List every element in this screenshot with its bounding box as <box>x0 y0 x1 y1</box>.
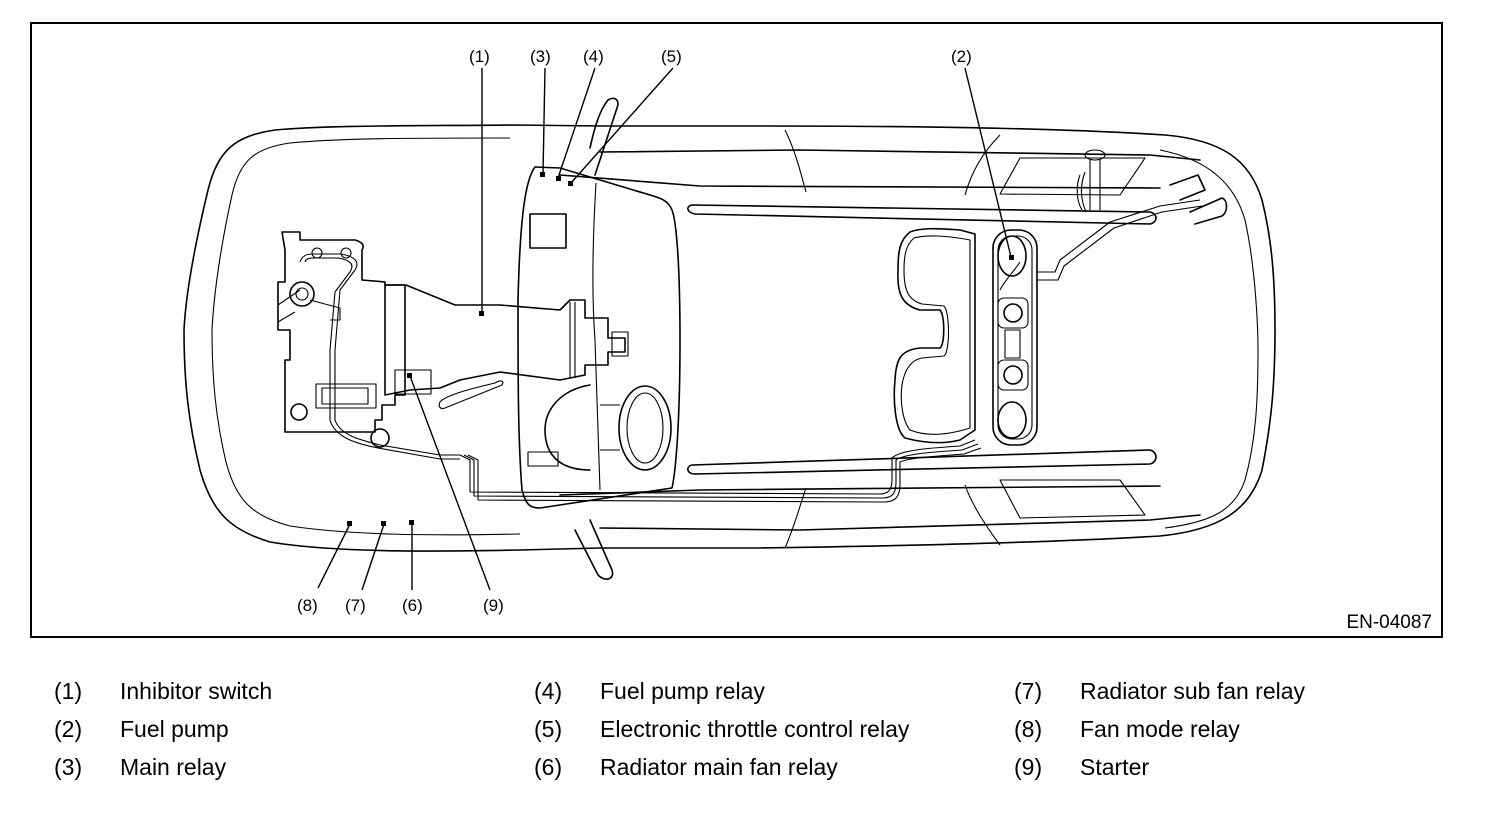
callout-1: (1) <box>469 47 490 66</box>
callout-2: (2) <box>951 47 972 66</box>
marker-fuel-pump-relay <box>556 176 561 181</box>
legend-column-1: (1) Inhibitor switch (2) Fuel pump (3) Main… <box>54 672 272 786</box>
legend-text: Starter <box>1080 753 1150 780</box>
callout-7: (7) <box>345 596 366 615</box>
legend-item: (2) Fuel pump <box>54 710 272 748</box>
legend-number: (1) <box>54 677 83 704</box>
legend-number: (9) <box>1014 753 1043 780</box>
fuel-tank <box>893 227 1038 446</box>
legend-text: Radiator sub fan relay <box>1080 677 1306 704</box>
callout-6: (6) <box>402 596 423 615</box>
callout-5: (5) <box>661 47 682 66</box>
legend-item: (4) Fuel pump relay <box>534 672 909 710</box>
legend-text: Electronic throttle control relay <box>600 715 910 742</box>
legend-number: (4) <box>534 677 563 704</box>
marker-fuel-pump <box>1009 255 1014 260</box>
legend-item: (5) Electronic throttle control relay <box>534 710 909 748</box>
cabin-outline <box>517 166 1157 509</box>
figure-id-code: EN-04087 <box>1346 612 1432 633</box>
legend-item: (3) Main relay <box>54 748 272 786</box>
legend-number: (7) <box>1014 677 1043 704</box>
legend-item: (8) Fan mode relay <box>1014 710 1305 748</box>
marker-fan-mode-relay <box>347 521 352 526</box>
callout-8: (8) <box>297 596 318 615</box>
fuel-lines <box>459 149 1228 503</box>
brake-booster <box>544 384 672 471</box>
legend-item: (1) Inhibitor switch <box>54 672 272 710</box>
legend-text: Main relay <box>120 753 227 780</box>
callout-4: (4) <box>583 47 604 66</box>
legend-item: (7) Radiator sub fan relay <box>1014 672 1305 710</box>
callout-9: (9) <box>483 596 504 615</box>
marker-sub-fan-relay <box>381 521 386 526</box>
callout-3: (3) <box>530 47 551 66</box>
marker-inhibitor-switch <box>479 311 484 316</box>
figure-frame <box>30 22 1443 638</box>
legend-number: (6) <box>534 753 563 780</box>
car-body-outline <box>183 97 1276 580</box>
legend-number: (8) <box>1014 715 1043 742</box>
legend-text: Inhibitor switch <box>120 677 273 704</box>
transmission <box>384 284 629 410</box>
legend-text: Fuel pump <box>120 715 229 742</box>
legend-text: Fuel pump relay <box>600 677 765 704</box>
marker-starter <box>407 373 412 378</box>
engine <box>277 231 460 460</box>
leader-lines <box>317 67 1012 591</box>
legend-number: (5) <box>534 715 563 742</box>
callout-labels: (1) (3) (4) (5) (2) (8) (7) (6) (9) <box>297 47 972 615</box>
legend: (1) Inhibitor switch (2) Fuel pump (3) Main… <box>0 672 1504 792</box>
marker-main-relay <box>540 172 545 177</box>
legend-column-3: (7) Radiator sub fan relay (8) Fan mode re… <box>1014 672 1305 786</box>
legend-item: (9) Starter <box>1014 748 1305 786</box>
relay-box <box>527 213 567 467</box>
marker-etc-relay <box>568 181 573 186</box>
legend-text: Fan mode relay <box>1080 715 1240 742</box>
legend-item: (6) Radiator main fan relay <box>534 748 909 786</box>
legend-text: Radiator main fan relay <box>600 753 838 780</box>
legend-column-2: (4) Fuel pump relay (5) Electronic throttl… <box>534 672 909 786</box>
legend-number: (3) <box>54 753 83 780</box>
marker-main-fan-relay <box>409 520 414 525</box>
legend-number: (2) <box>54 715 83 742</box>
component-markers <box>347 172 1014 526</box>
